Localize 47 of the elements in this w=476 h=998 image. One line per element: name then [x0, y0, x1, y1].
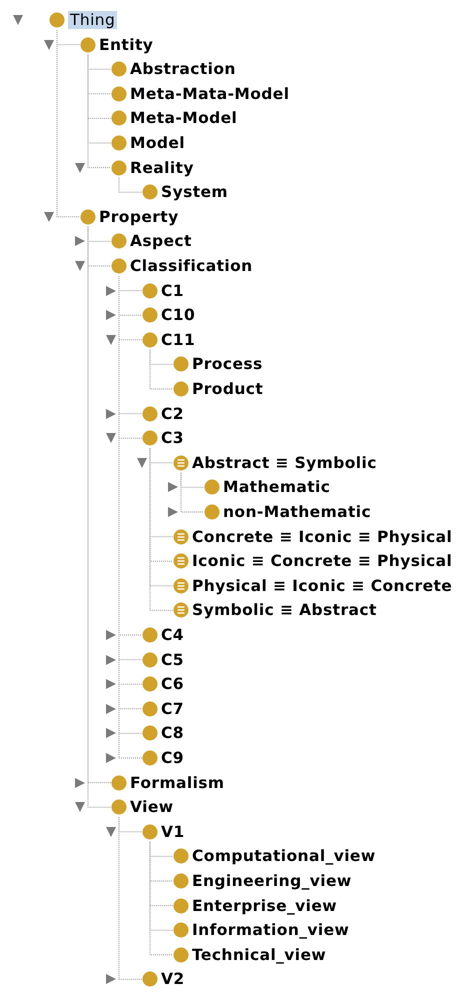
class-label: C11 — [161, 330, 196, 349]
class-label: C5 — [161, 650, 184, 669]
class-label: Meta-Mata-Model — [130, 84, 290, 103]
tree-connector — [118, 816, 142, 980]
class-label: V2 — [161, 970, 185, 988]
class-label: Abstract ≡ Symbolic — [192, 454, 377, 472]
class-label: Model — [130, 134, 185, 152]
class-label: Thing — [68, 11, 118, 29]
class-label: C10 — [161, 306, 196, 324]
class-label: C7 — [161, 700, 184, 718]
class-label: Mathematic — [223, 478, 330, 496]
class-label: non-Mathematic — [223, 503, 372, 521]
tree-connector — [150, 349, 174, 390]
class-label: Symbolic ≡ Abstract — [192, 601, 377, 620]
class-label: Aspect — [130, 232, 192, 250]
class-label: Reality — [130, 158, 194, 177]
class-label: Abstraction — [130, 60, 236, 78]
tree-connector — [88, 54, 112, 168]
class-label: C6 — [161, 675, 184, 694]
class-label: Concrete ≡ Iconic ≡ Physical — [192, 528, 452, 546]
class-label: Physical ≡ Iconic ≡ Concrete — [192, 576, 452, 595]
class-label: Classification — [130, 257, 253, 275]
class-label: Property — [99, 208, 179, 226]
class-label: Product — [192, 380, 264, 398]
class-label: C4 — [161, 626, 184, 644]
class-label: Engineering_view — [192, 872, 352, 890]
class-label: C3 — [161, 429, 184, 448]
class-label: C9 — [161, 749, 184, 767]
class-label: Formalism — [130, 774, 224, 792]
class-label: C1 — [161, 282, 184, 300]
tree-connector — [150, 841, 174, 956]
class-label: C8 — [161, 724, 184, 742]
class-label: Technical_view — [192, 946, 326, 964]
class-label: C2 — [161, 404, 184, 423]
tree-connector — [56, 30, 80, 218]
class-label: Computational_view — [192, 847, 376, 866]
class-label: View — [130, 798, 174, 816]
class-label: V1 — [161, 822, 185, 841]
tree-connector — [180, 472, 204, 512]
class-label: Process — [192, 355, 263, 374]
class-label: Iconic ≡ Concrete ≡ Physical — [192, 552, 452, 570]
tree-connector — [118, 177, 142, 193]
class-label: Meta-Model — [130, 109, 238, 128]
class-label: Enterprise_view — [192, 896, 337, 915]
class-label: Entity — [99, 36, 154, 54]
class-label: System — [161, 183, 228, 202]
class-label: Information_view — [192, 921, 350, 940]
